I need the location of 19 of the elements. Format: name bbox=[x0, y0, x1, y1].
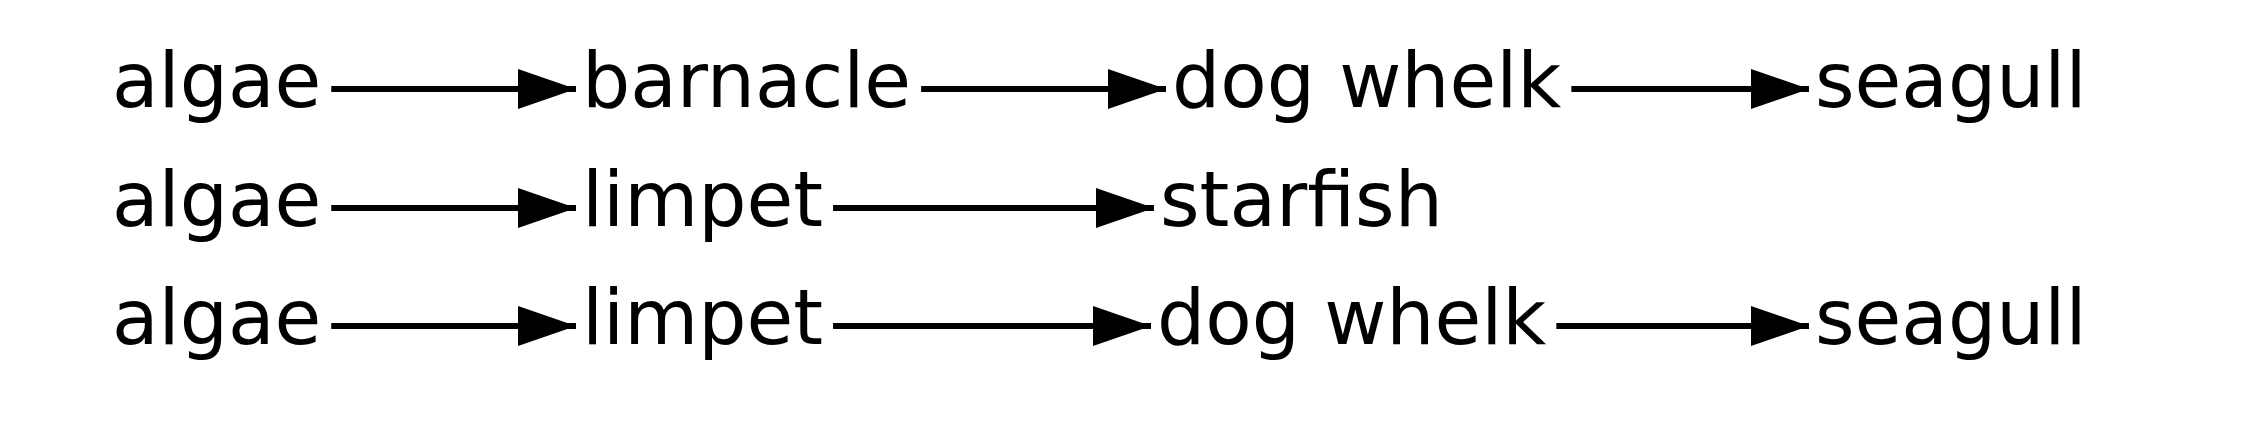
arrow bbox=[1571, 69, 1809, 109]
node-label: seagull bbox=[1815, 273, 2087, 362]
node-label: algae bbox=[112, 273, 322, 362]
node-label: algae bbox=[112, 36, 322, 125]
node-label: limpet bbox=[582, 273, 824, 362]
arrow bbox=[833, 306, 1151, 346]
arrow bbox=[921, 69, 1166, 109]
node-label: seagull bbox=[1815, 36, 2087, 125]
node-label: starfish bbox=[1160, 155, 1443, 244]
arrow bbox=[833, 188, 1154, 228]
node-label: algae bbox=[112, 155, 322, 244]
arrow bbox=[1556, 306, 1809, 346]
node-label: dog whelk bbox=[1157, 273, 1547, 362]
node-label: dog whelk bbox=[1172, 36, 1562, 125]
arrow bbox=[331, 188, 576, 228]
arrow bbox=[331, 306, 576, 346]
node-label: limpet bbox=[582, 155, 824, 244]
arrow bbox=[331, 69, 576, 109]
node-label: barnacle bbox=[582, 36, 912, 125]
